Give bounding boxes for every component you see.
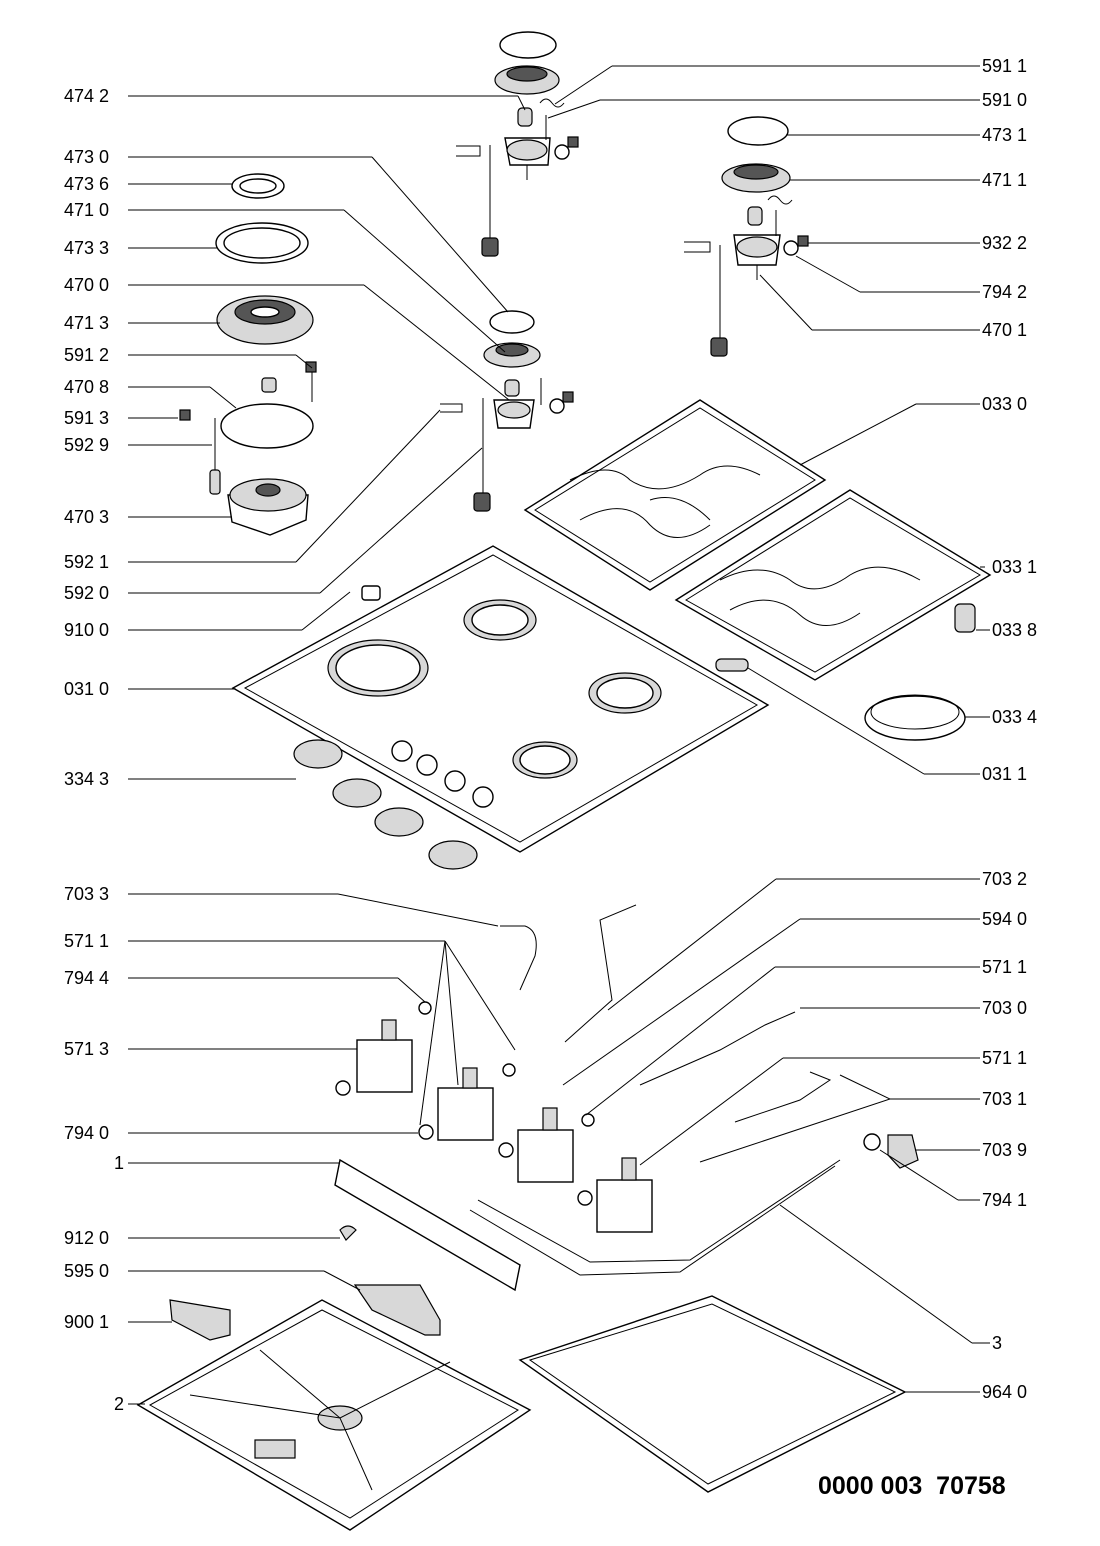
label-592-9: 592 9: [64, 435, 109, 455]
label-031-0: 031 0: [64, 679, 109, 699]
pan-support-front: [674, 489, 992, 681]
label-471-0: 471 0: [64, 200, 109, 220]
label-703-2: 703 2: [982, 869, 1027, 889]
pipe-703-0-part: [639, 1011, 796, 1086]
label-794-0: 794 0: [64, 1123, 109, 1143]
label-2: 2: [114, 1394, 124, 1414]
label-900-1: 900 1: [64, 1312, 109, 1332]
wok-ring-part: [864, 695, 966, 741]
bracket-1-part: [334, 1158, 521, 1292]
control-knobs: [293, 739, 478, 870]
top-burner-assembly: [456, 31, 579, 257]
label-033-4: 033 4: [992, 707, 1037, 727]
label-473-1: 473 1: [982, 125, 1027, 145]
label-3: 3: [992, 1333, 1002, 1353]
label-964-0: 964 0: [982, 1382, 1027, 1402]
label-571-1-r1: 571 1: [982, 957, 1027, 977]
leader-lines: [128, 65, 990, 1405]
label-033-8: 033 8: [992, 620, 1037, 640]
label-592-1: 592 1: [64, 552, 109, 572]
label-473-3: 473 3: [64, 238, 109, 258]
pipe-703-2-part: [564, 904, 637, 1043]
part-labels-left: 474 2 473 0 473 6 471 0 473 3 470 0 471 …: [64, 86, 124, 1414]
label-595-0: 595 0: [64, 1261, 109, 1281]
label-912-0: 912 0: [64, 1228, 109, 1248]
label-794-4: 794 4: [64, 968, 109, 988]
middle-burner-assembly: [440, 310, 574, 512]
pipe-703-1-part: [734, 1071, 832, 1123]
label-334-3: 334 3: [64, 769, 109, 789]
label-470-0: 470 0: [64, 275, 109, 295]
label-794-1: 794 1: [982, 1190, 1027, 1210]
label-471-3: 471 3: [64, 313, 109, 333]
label-592-0: 592 0: [64, 583, 109, 603]
label-932-2: 932 2: [982, 233, 1027, 253]
label-473-6: 473 6: [64, 174, 109, 194]
label-033-0: 033 0: [982, 394, 1027, 414]
diagram-reference-number: 0000 003 70758: [818, 1472, 1006, 1500]
pan-support-rear: [523, 399, 827, 591]
elbow-703-9-part: [887, 1134, 919, 1169]
label-470-8: 470 8: [64, 377, 109, 397]
label-474-2: 474 2: [64, 86, 109, 106]
label-910-0: 910 0: [64, 620, 109, 640]
label-571-1-left: 571 1: [64, 931, 109, 951]
cooktop-plate: [231, 545, 770, 853]
label-471-1: 471 1: [982, 170, 1027, 190]
label-571-3: 571 3: [64, 1039, 109, 1059]
pipe-3-part: [469, 1165, 836, 1276]
label-470-3: 470 3: [64, 507, 109, 527]
label-703-1: 703 1: [982, 1089, 1027, 1109]
label-703-3: 703 3: [64, 884, 109, 904]
ignition-unit-part: [353, 1284, 441, 1336]
seal-964-0-part: [518, 1295, 907, 1493]
gas-valves: [356, 1019, 653, 1233]
knob-033-8-part: [954, 603, 976, 633]
part-labels-right: 591 1 591 0 473 1 471 1 932 2 794 2 470 …: [982, 56, 1037, 1402]
label-591-1: 591 1: [982, 56, 1027, 76]
label-591-3: 591 3: [64, 408, 109, 428]
label-591-0: 591 0: [982, 90, 1027, 110]
bottom-tray: [136, 1299, 532, 1531]
label-473-0: 473 0: [64, 147, 109, 167]
pipe-703-3-part: [500, 925, 537, 991]
label-1: 1: [114, 1153, 124, 1173]
connector-900-1-part: [169, 1299, 231, 1341]
right-burner-assembly: [684, 116, 809, 357]
label-703-9: 703 9: [982, 1140, 1027, 1160]
label-033-1: 033 1: [992, 557, 1037, 577]
large-burner-assembly: [179, 173, 317, 536]
label-703-0: 703 0: [982, 998, 1027, 1018]
label-591-2: 591 2: [64, 345, 109, 365]
label-594-0: 594 0: [982, 909, 1027, 929]
label-794-2: 794 2: [982, 282, 1027, 302]
label-031-1: 031 1: [982, 764, 1027, 784]
label-470-1: 470 1: [982, 320, 1027, 340]
label-571-1-r2: 571 1: [982, 1048, 1027, 1068]
